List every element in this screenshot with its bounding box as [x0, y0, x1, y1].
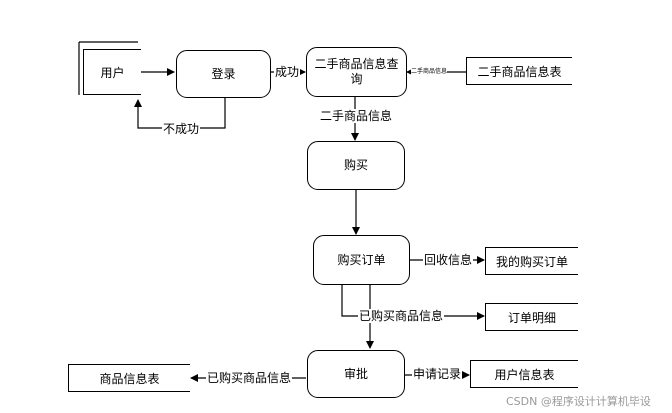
user-label: 用户 [100, 65, 125, 80]
apply-edge-label: 申请记录 [412, 367, 463, 381]
fail-edge-label: 不成功 [162, 122, 201, 136]
product-table-store: 商品信息表 [68, 364, 190, 392]
my-orders-label: 我的购买订单 [495, 254, 568, 269]
bought-left-edge-label: 已购买商品信息 [206, 371, 293, 385]
login-label: 登录 [211, 66, 236, 81]
purchase-order-label: 购买订单 [337, 252, 386, 267]
user-table-store: 用户信息表 [470, 360, 578, 388]
purchase-order-process: 购买订单 [313, 235, 410, 285]
goods-info-edge-label: 二手商品信息 [319, 109, 394, 123]
goods-info-small-label: 二手商品信息 [411, 68, 448, 76]
goods-table-label: 二手商品信息表 [477, 64, 562, 79]
user-entity: 用户 [83, 49, 141, 95]
bought-edge-label: 已购买商品信息 [358, 309, 445, 323]
login-process: 登录 [176, 50, 271, 98]
success-edge-label: 成功 [274, 65, 301, 79]
goods-query-process: 二手商品信息查询 [306, 47, 407, 97]
goods-table-store: 二手商品信息表 [466, 57, 572, 85]
order-detail-label: 订单明细 [507, 310, 556, 325]
buy-label: 购买 [343, 158, 368, 172]
goods-query-label: 二手商品信息查询 [314, 57, 399, 86]
watermark: CSDN @程序设计计算机毕设 [506, 395, 651, 408]
my-orders-store: 我的购买订单 [485, 247, 578, 275]
approve-label: 审批 [343, 366, 368, 381]
order-detail-store: 订单明细 [485, 303, 578, 331]
approve-process: 审批 [307, 350, 405, 398]
recycle-edge-label: 回收信息 [423, 253, 474, 267]
user-table-label: 用户信息表 [494, 367, 555, 382]
product-table-label: 商品信息表 [99, 371, 160, 386]
buy-process: 购买 [307, 141, 405, 190]
